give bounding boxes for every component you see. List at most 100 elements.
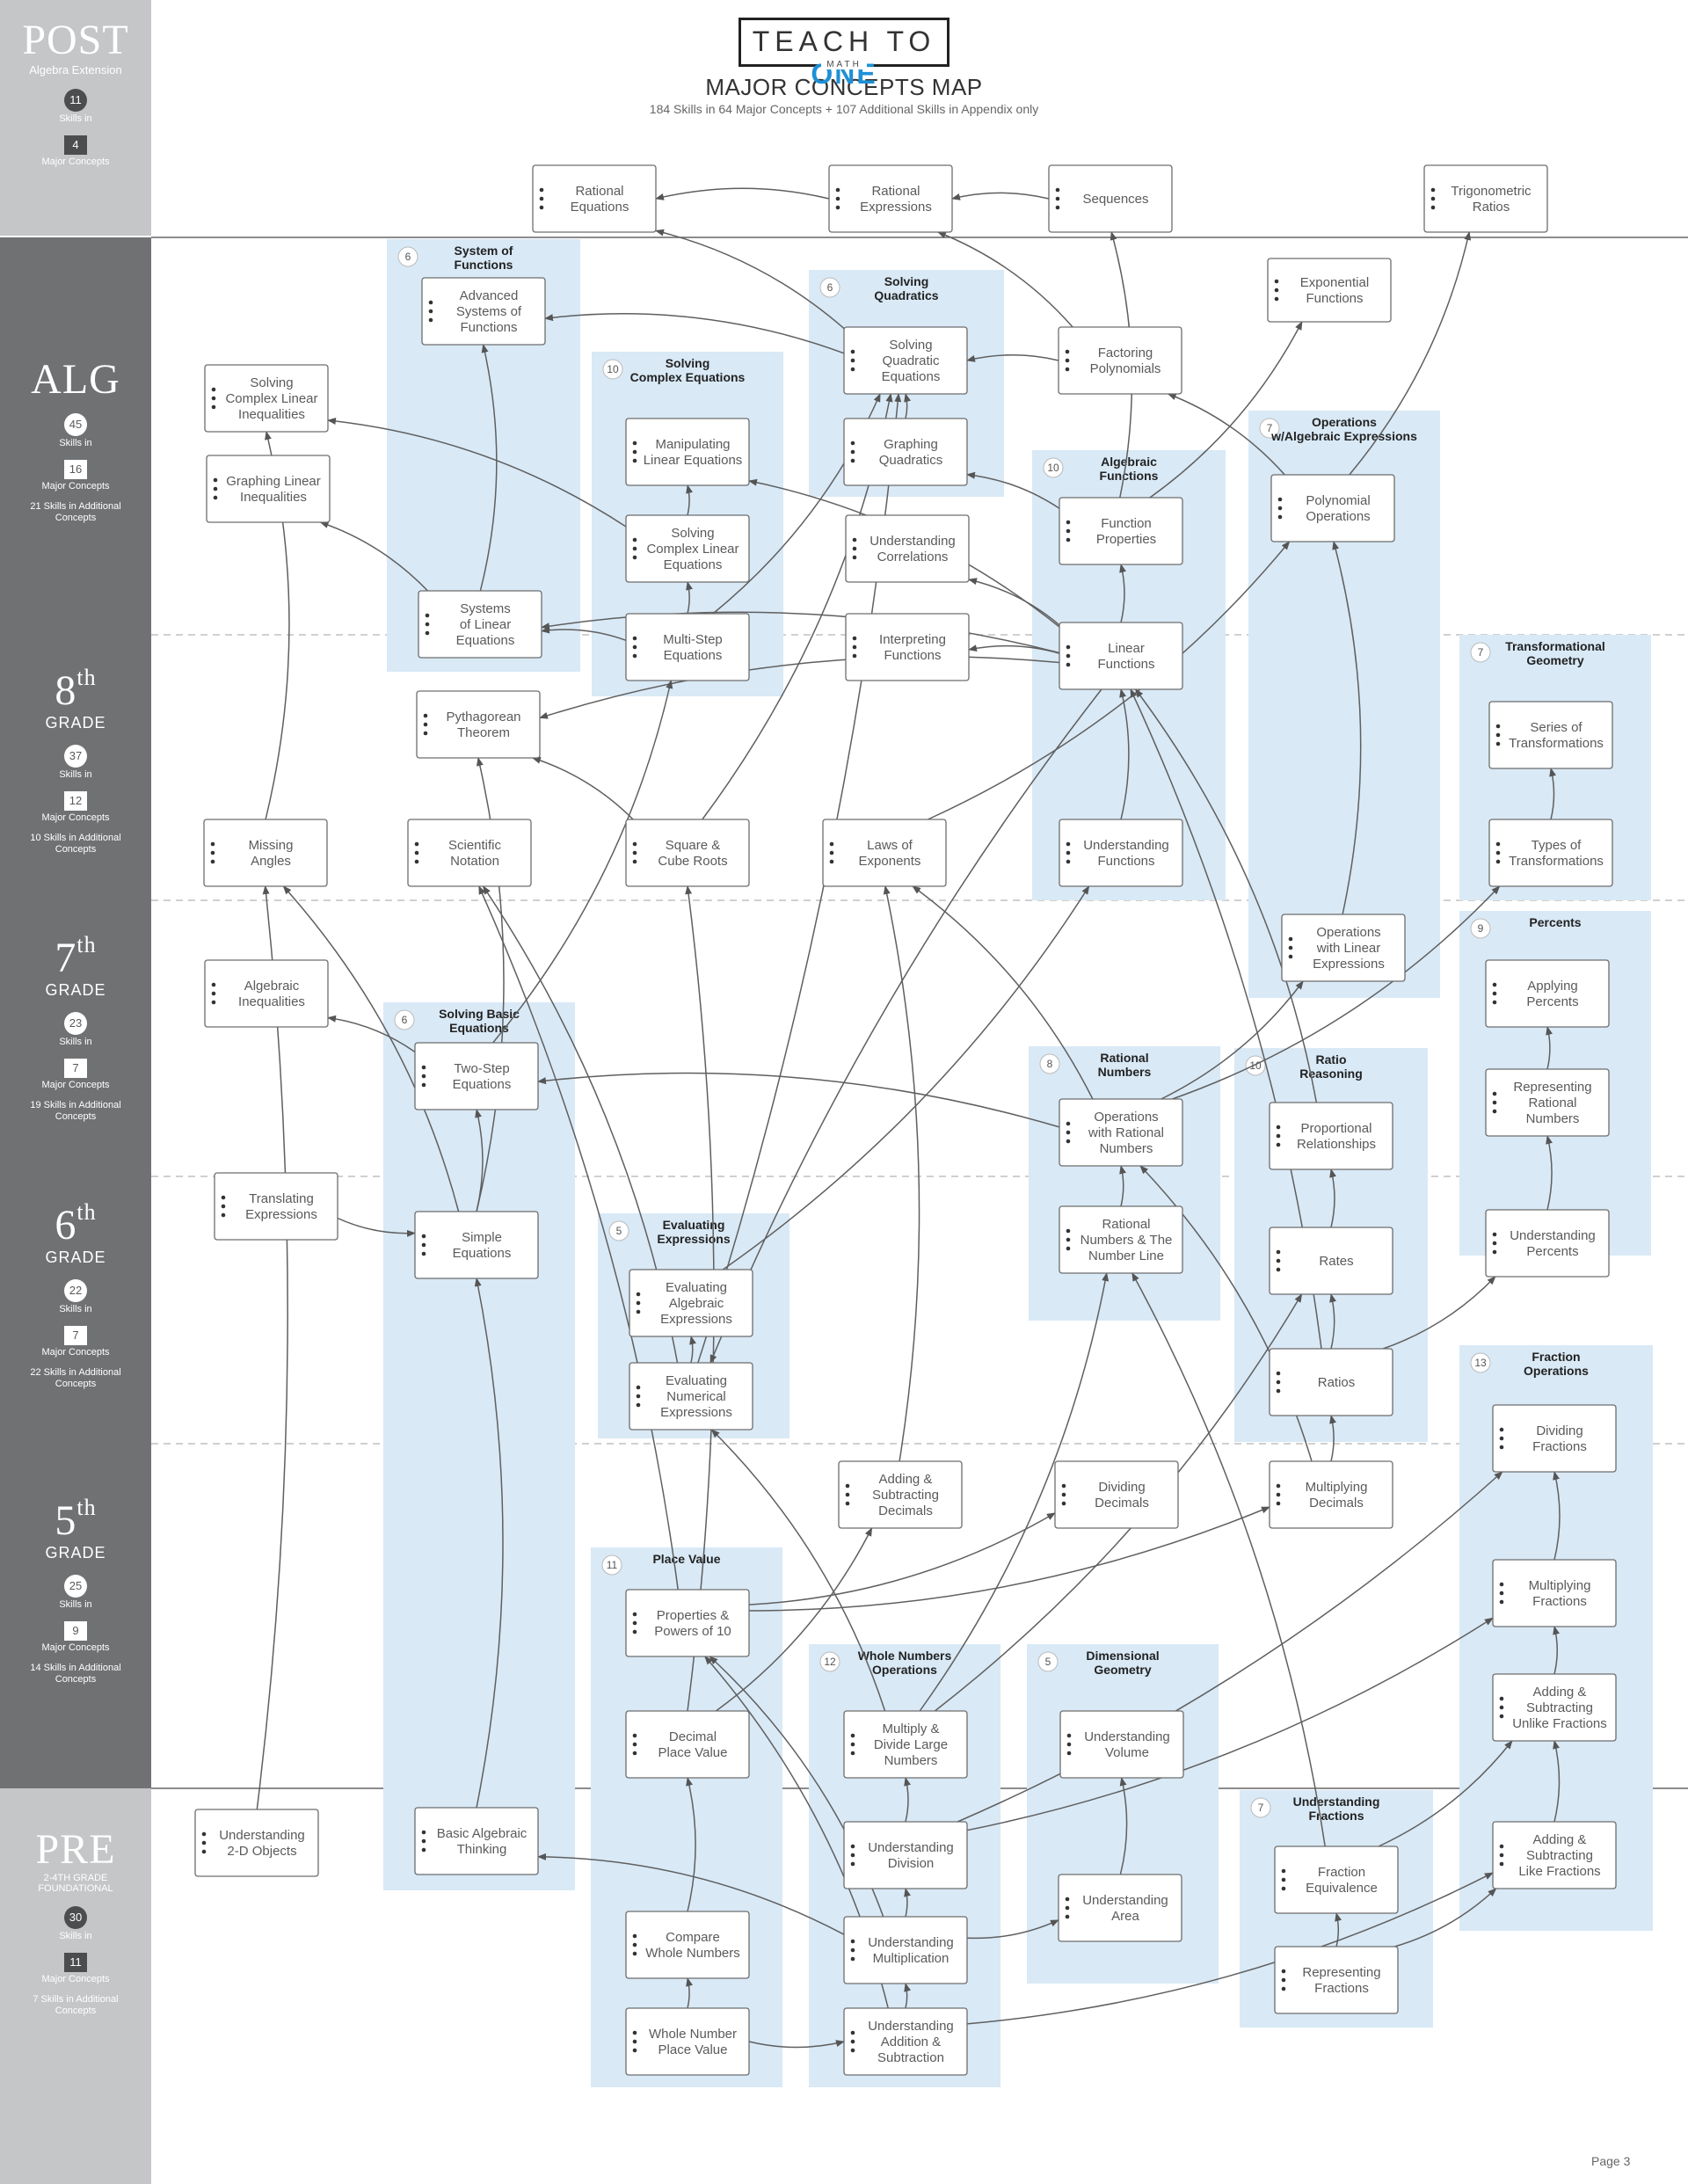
concept-label-line: Equations	[453, 1246, 512, 1261]
skills-dots-icon	[1276, 1125, 1281, 1147]
edge-evalalg-to-undfunc	[722, 885, 1090, 1270]
band-name: ALG	[31, 356, 120, 403]
skills-dots-icon	[1430, 187, 1436, 210]
concept-label-line: Multiplying	[1529, 1578, 1591, 1593]
concept-label-line: Systems of	[456, 304, 522, 319]
concept-sqcube[interactable]: Square &Cube Roots	[625, 819, 750, 887]
skills-count: 45	[64, 413, 87, 436]
concept-seq[interactable]: Sequences	[1048, 164, 1173, 233]
concept-label-line: Algebraic	[669, 1296, 724, 1311]
skills-count: 30	[64, 1906, 87, 1929]
concept-label-line: Equations	[456, 633, 515, 648]
concept-label-line: Dividing	[1536, 1423, 1582, 1438]
edge-lawexp-to-polyops	[928, 541, 1291, 820]
skills-dots-icon	[850, 1733, 855, 1756]
skills-label: Skills in	[59, 1037, 92, 1047]
concept-label-line: Understanding	[868, 2019, 954, 2034]
group-count: 7	[1267, 422, 1273, 434]
sidebar-band-alg: ALG 45 Skills in 16 Major Concepts 21 Sk…	[0, 237, 151, 635]
skills-dots-icon	[1288, 936, 1293, 959]
skills-dots-icon	[829, 841, 834, 864]
edge-adsubunlike-to-multfrac	[1553, 1626, 1560, 1675]
skills-dots-icon	[1055, 187, 1060, 210]
concept-label-line: Quadratic	[882, 353, 940, 368]
concept-label-line: Fractions	[1532, 1594, 1587, 1609]
concept-label-line: Missing	[249, 838, 294, 853]
concept-powers10[interactable]: Properties &Powers of 10	[625, 1589, 750, 1657]
concept-label-line: Linear Equations	[644, 453, 743, 468]
skills-dots-icon	[421, 1065, 426, 1088]
skills-dots-icon	[1499, 1696, 1504, 1719]
edge-decpv-to-adsubdec	[715, 1527, 873, 1712]
edge-undmult-to-unddiv	[904, 1888, 911, 1918]
concept-label-line: Percents	[1526, 1244, 1578, 1259]
concept-label-line: Systems	[460, 601, 511, 616]
edge-multdec-to-ratios	[1329, 1415, 1336, 1462]
concept-ratios[interactable]: Ratios	[1269, 1348, 1393, 1416]
skills-dots-icon	[845, 1483, 850, 1506]
group-count-badge	[1470, 1352, 1491, 1373]
concept-rates[interactable]: Rates	[1269, 1227, 1393, 1295]
edge-undarea-to-undvol	[1119, 1777, 1128, 1875]
